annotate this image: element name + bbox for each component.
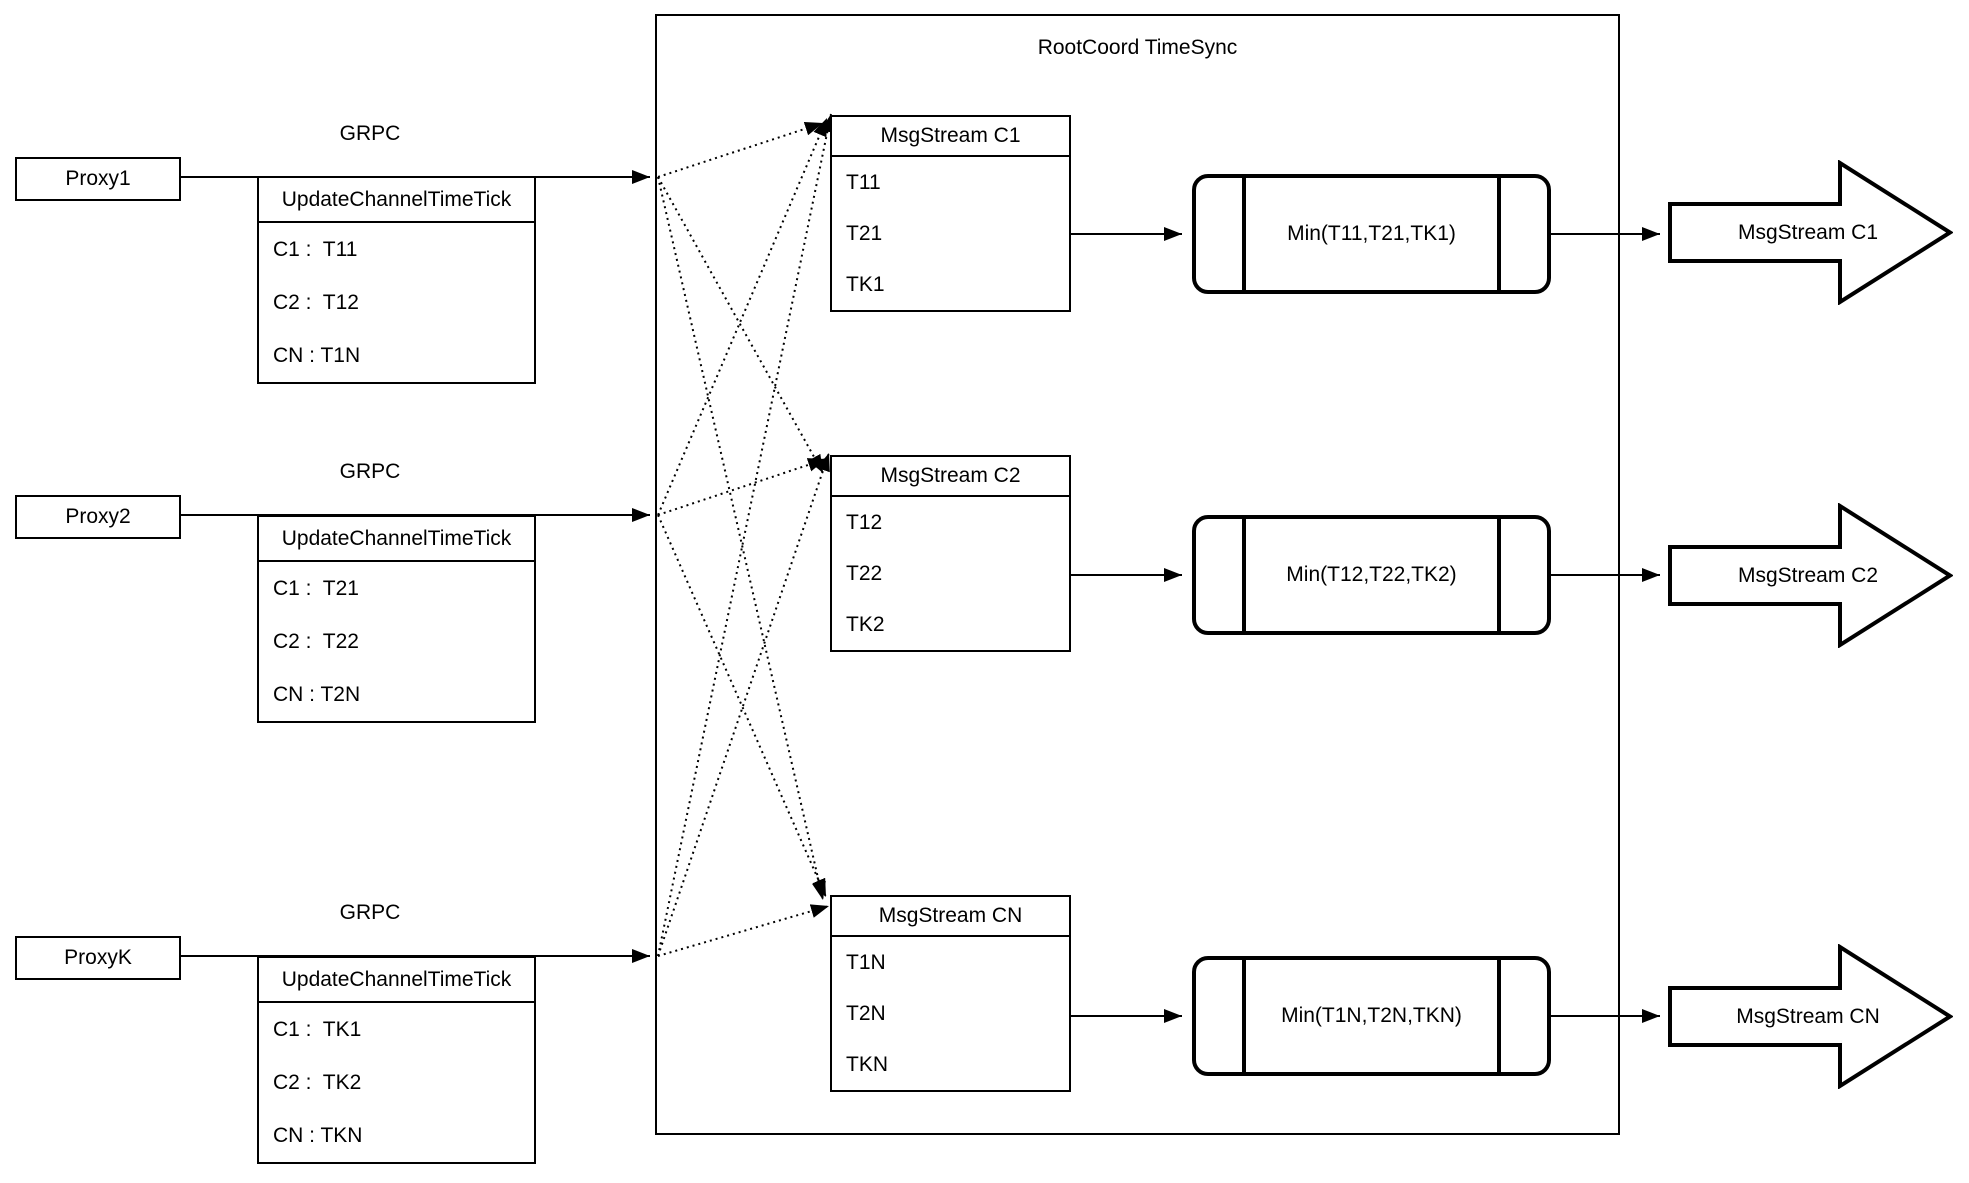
msgstream-c1-header: MsgStream C1 (832, 117, 1069, 157)
min3-label: Min(T1N,T2N,TKN) (1281, 1004, 1462, 1027)
grpc-label-3: GRPC (339, 901, 401, 924)
table-row: T11 (846, 170, 881, 194)
proxy2-table-header: UpdateChannelTimeTick (259, 517, 534, 562)
min2-right-bar (1497, 519, 1501, 631)
table-row: C2 : TK2 (273, 1070, 362, 1094)
output-arrow-1-label: MsgStream C1 (1737, 220, 1879, 244)
table-row: C1 : T21 (273, 576, 359, 600)
msgstream-c2-table: MsgStream C2 T12 T22 TK2 (830, 455, 1071, 652)
table-row: C1 : T11 (273, 237, 358, 261)
min-node-1: Min(T11,T21,TK1) (1192, 174, 1551, 294)
table-row: T2N (846, 1001, 886, 1025)
big-arrow-icon (1668, 502, 1954, 649)
table-row: C1 : TK1 (273, 1017, 362, 1041)
msgstream-cn-header: MsgStream CN (832, 897, 1069, 937)
min1-right-bar (1497, 178, 1501, 290)
rootcoord-timesync-title: RootCoord TimeSync (1037, 36, 1238, 59)
proxyk-label: ProxyK (64, 946, 132, 969)
proxy1-timetick-table: UpdateChannelTimeTick C1 : T11 C2 : T12 … (257, 176, 536, 384)
min-node-2: Min(T12,T22,TK2) (1192, 515, 1551, 635)
dotted-proxyk-to-stream2 (657, 452, 830, 957)
proxy2-node: Proxy2 (15, 495, 181, 539)
output-arrow-3: MsgStream CN (1668, 943, 1954, 1090)
output-arrow-2-label: MsgStream C2 (1737, 563, 1879, 587)
dotted-proxy1-to-stream2 (657, 176, 824, 474)
proxy1-label: Proxy1 (65, 167, 131, 190)
output-arrow-2: MsgStream C2 (1668, 502, 1954, 649)
min2-left-bar (1242, 519, 1246, 631)
proxyk-node: ProxyK (15, 936, 181, 980)
min1-left-bar (1242, 178, 1246, 290)
proxyk-table-header: UpdateChannelTimeTick (259, 958, 534, 1003)
grpc-label-2: GRPC (339, 460, 401, 483)
table-row: T1N (846, 950, 886, 974)
table-row: T22 (846, 561, 883, 585)
big-arrow-icon (1668, 159, 1954, 306)
msgstream-c2-header: MsgStream C2 (832, 457, 1069, 497)
proxy2-timetick-table: UpdateChannelTimeTick C1 : T21 C2 : T22 … (257, 515, 536, 723)
output-arrow-1: MsgStream C1 (1668, 159, 1954, 306)
table-row: CN : TKN (273, 1123, 363, 1147)
min1-label: Min(T11,T21,TK1) (1287, 222, 1456, 245)
msgstream-cn-table: MsgStream CN T1N T2N TKN (830, 895, 1071, 1092)
big-arrow-icon (1668, 943, 1954, 1090)
min3-right-bar (1497, 960, 1501, 1072)
proxy1-table-header: UpdateChannelTimeTick (259, 178, 534, 223)
grpc-label-1: GRPC (339, 122, 401, 145)
table-row: TK1 (846, 272, 885, 296)
proxyk-timetick-table: UpdateChannelTimeTick C1 : TK1 C2 : TK2 … (257, 956, 536, 1164)
min2-label: Min(T12,T22,TK2) (1286, 563, 1457, 586)
proxy1-node: Proxy1 (15, 157, 181, 201)
output-arrow-3-label: MsgStream CN (1736, 1004, 1880, 1028)
dotted-proxy1-to-stream1 (657, 121, 824, 178)
min-node-3: Min(T1N,T2N,TKN) (1192, 956, 1551, 1076)
msgstream-c1-table: MsgStream C1 T11 T21 TK1 (830, 115, 1071, 312)
table-row: CN : T1N (273, 343, 361, 367)
table-row: C2 : T22 (273, 629, 359, 653)
proxy2-label: Proxy2 (65, 505, 131, 528)
table-row: C2 : T12 (273, 290, 359, 314)
table-row: T12 (846, 510, 883, 534)
min3-left-bar (1242, 960, 1246, 1072)
table-row: TK2 (846, 612, 885, 636)
table-row: T21 (846, 221, 883, 245)
rootcoord-timesync-box: RootCoord TimeSync (655, 14, 1620, 1135)
table-row: TKN (846, 1052, 888, 1076)
table-row: CN : T2N (273, 682, 361, 706)
